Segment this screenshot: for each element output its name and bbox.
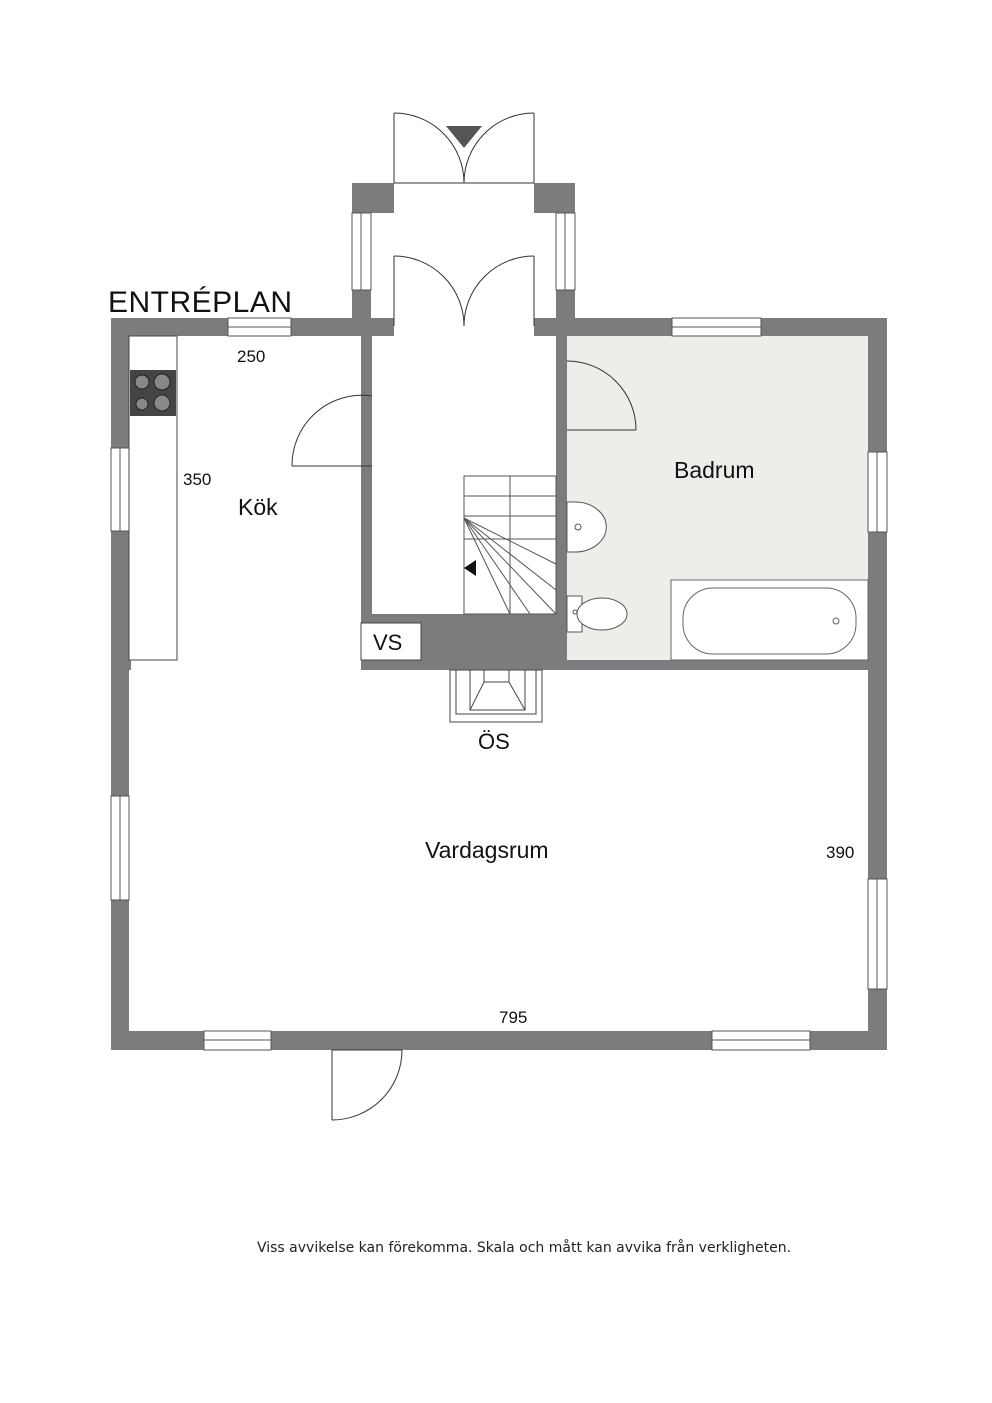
dimension-living-depth: 390 [826,843,855,862]
floor-title: ENTRÉPLAN [108,286,293,319]
dimension-kitchen-depth: 350 [183,470,212,489]
stove-hob-icon [130,370,176,416]
doors [291,112,637,1121]
wc-box [360,622,422,661]
room-label-living-room: Vardagsrum [425,837,549,863]
dimension-kitchen-width: 250 [237,347,266,366]
wood-stove-icon [449,669,543,723]
sink-icon [566,501,607,553]
room-label-bathroom: Badrum [674,457,755,483]
entrance-arrow-icon [446,126,482,148]
disclaimer-text: Viss avvikelse kan förekomma. Skala och … [256,1240,792,1256]
bathtub-icon [670,579,869,661]
windows [110,212,888,1051]
staircase [463,475,557,615]
toilet-icon [566,595,628,633]
dimension-total-width: 795 [499,1008,528,1027]
room-label-kitchen: Kök [238,494,278,520]
stair-direction-arrow-icon [464,560,476,576]
fixture-label-stove: ÖS [478,729,510,754]
fixture-label-wc: VS [373,630,403,655]
